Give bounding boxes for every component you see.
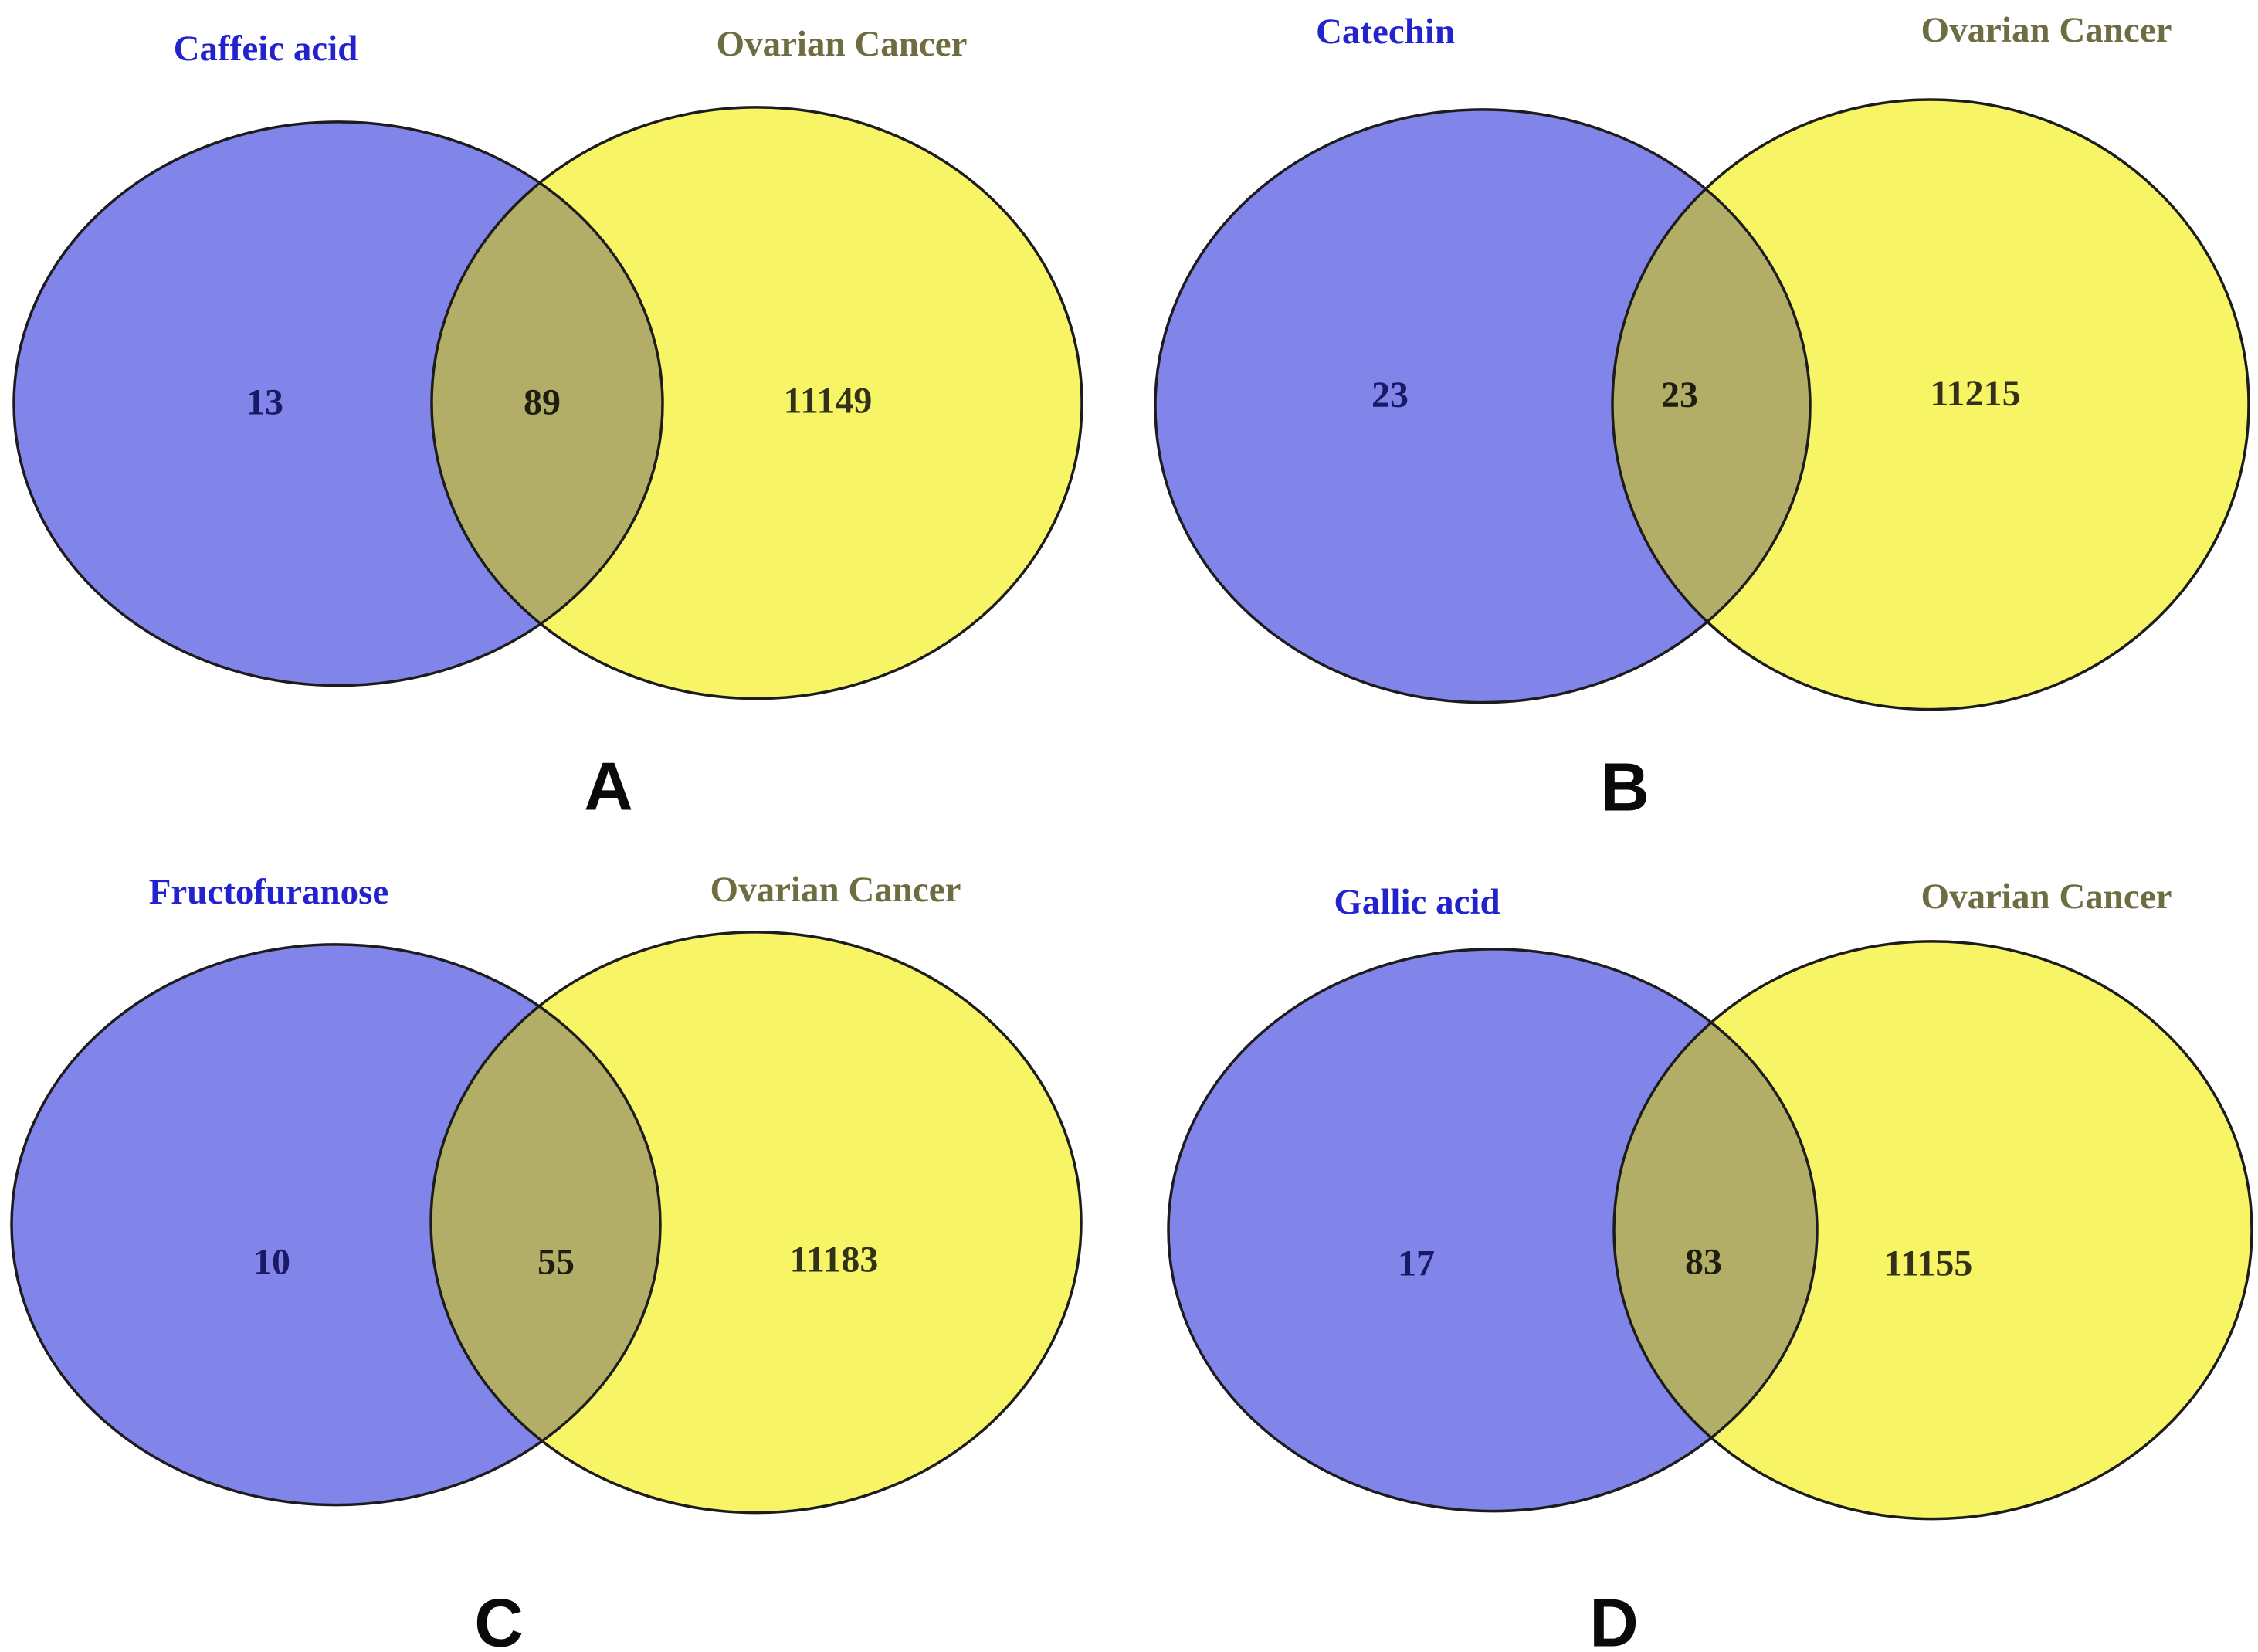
venn-panel-d: Gallic acid Ovarian Cancer 17 83 11155 D [1129,826,2258,1652]
right-set-circle [1614,941,2252,1519]
right-set-circle [1612,99,2249,710]
overlap-count: 55 [537,1241,575,1282]
left-set-title: Gallic acid [1334,881,1500,921]
overlap-count: 83 [1685,1241,1722,1282]
right-only-count: 11183 [790,1239,879,1280]
left-set-title: Catechin [1316,12,1455,52]
left-set-title: Caffeic acid [174,29,358,69]
intersection-region [431,944,660,1505]
venn-panel-a: Caffeic acid Ovarian Cancer 13 89 11149 … [0,0,1129,826]
left-only-count: 10 [253,1241,290,1282]
right-only-count: 11215 [1930,373,2020,414]
panel-letter-b: B [1600,749,1649,826]
left-set-outline [10,942,662,1506]
right-set-outline [429,930,1083,1514]
left-set-outline [12,120,664,687]
venn-panel-c: Fructofuranose Ovarian Cancer 10 55 1118… [0,826,1129,1652]
panel-letter-c: C [474,1584,524,1652]
right-set-outline [430,106,1083,700]
right-only-count: 11155 [1884,1243,1973,1284]
venn-diagram-d: Gallic acid Ovarian Cancer 17 83 11155 D [1167,876,2253,1652]
left-set-outline [1167,947,1819,1512]
left-only-count: 23 [1371,375,1409,416]
right-set-title: Ovarian Cancer [1921,876,2172,916]
intersection-region [432,121,663,686]
panel-letter-d: D [1589,1584,1639,1652]
overlap-count: 89 [524,382,561,423]
venn-diagram-a: Caffeic acid Ovarian Cancer 13 89 11149 … [12,24,1083,825]
right-set-outline [1611,98,2250,711]
right-set-title: Ovarian Cancer [717,24,968,64]
venn-diagram-c: Fructofuranose Ovarian Cancer 10 55 1118… [10,869,1083,1652]
right-only-count: 11149 [784,381,873,422]
right-set-title: Ovarian Cancer [710,869,961,909]
right-set-title: Ovarian Cancer [1921,10,2172,50]
left-only-count: 13 [246,382,283,423]
left-only-count: 17 [1398,1243,1435,1284]
right-set-outline [1612,939,2253,1520]
panel-letter-a: A [584,748,633,825]
left-set-title: Fructofuranose [149,871,389,911]
venn-panel-b: Catechin Ovarian Cancer 23 23 11215 B [1129,0,2258,826]
overlap-count: 23 [1661,375,1698,416]
venn-diagram-b: Catechin Ovarian Cancer 23 23 11215 B [1154,10,2250,826]
left-set-outline [1154,108,1812,704]
left-set-circle [1155,109,1810,703]
